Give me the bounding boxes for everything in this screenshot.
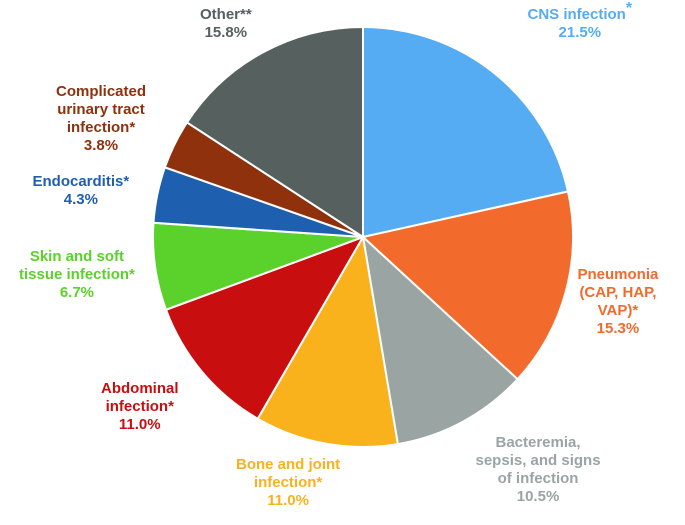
pie-slice-8 <box>185 25 364 239</box>
slice-label-line: Complicated <box>56 83 147 100</box>
slice-label-line: infection* <box>253 474 323 491</box>
slice-label-line: (CAP, HAP, <box>579 284 657 301</box>
slice-label-0: CNS infection*21.5% <box>527 0 633 42</box>
slice-label-line: Bone and joint <box>236 456 341 473</box>
slice-value-label: 4.3% <box>63 191 98 208</box>
slice-value-label: 6.7% <box>59 284 95 301</box>
slice-label-line: tissue infection* <box>19 266 135 283</box>
asterisk-marker: * <box>625 0 633 17</box>
slice-label-line: Bacteremia, <box>495 434 581 451</box>
slice-label-1: Pneumonia(CAP, HAP,VAP)*15.3% <box>578 266 659 338</box>
slice-label-6: Endocarditis*4.3% <box>33 173 130 209</box>
slice-label-line: Skin and soft <box>29 248 125 265</box>
slice-label-line: Endocarditis* <box>32 173 130 190</box>
slice-label-line: infection* <box>105 398 174 415</box>
slice-label-8: Other**15.8% <box>200 6 252 42</box>
slice-value-label: 15.3% <box>596 320 640 337</box>
slice-label-line: VAP)* <box>597 302 639 319</box>
slice-label-line: urinary tract <box>57 101 145 118</box>
pie-slice-3 <box>256 234 399 448</box>
slice-label-line: CNS infection* <box>527 0 633 24</box>
slice-label-line: of infection <box>497 470 579 487</box>
slice-value-label: 11.0% <box>267 492 309 509</box>
slice-label-line: Abdominal <box>101 380 179 397</box>
pie-slice-0 <box>362 25 570 239</box>
slice-label-line: infection* <box>66 119 136 136</box>
slice-value-label: 10.5% <box>516 488 560 505</box>
slice-value-label: 11.0% <box>118 416 161 433</box>
slice-value-label: 15.8% <box>204 24 248 41</box>
slice-label-line: Pneumonia <box>577 266 659 283</box>
slice-value-label: 21.5% <box>558 24 602 41</box>
slice-label-line: sepsis, and signs <box>475 452 601 469</box>
slice-label-line: Other** <box>200 6 252 23</box>
pie-slice-2 <box>361 234 519 446</box>
pie-slice-1 <box>360 190 574 381</box>
pie-slice-4 <box>164 235 366 421</box>
slice-value-label: 3.8% <box>83 137 119 154</box>
